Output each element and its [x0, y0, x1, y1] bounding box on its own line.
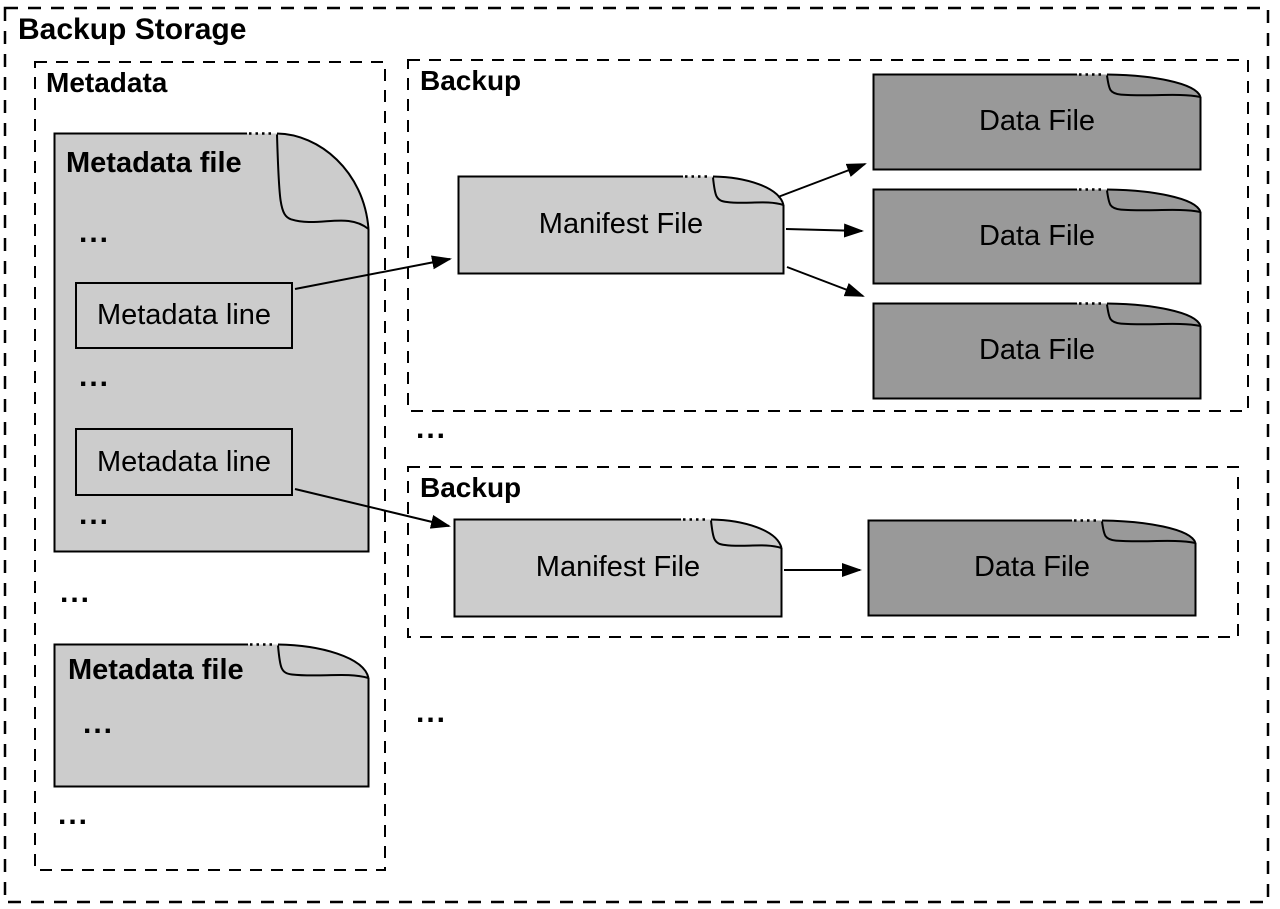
- data-file-1: Data File: [872, 73, 1202, 171]
- backup1-title: Backup: [420, 65, 522, 96]
- ellipsis: ...: [58, 798, 90, 831]
- ellipsis: ...: [79, 216, 111, 249]
- backup2-title: Backup: [420, 472, 522, 503]
- metadata-section-border: [34, 61, 386, 871]
- metadata-file-1-label: Metadata file: [66, 147, 242, 179]
- metadata-file-2-label: Metadata file: [68, 654, 244, 686]
- backup1-border: [407, 59, 1249, 412]
- data-file-3-label: Data File: [978, 334, 1096, 367]
- manifest-file-2: Manifest File: [453, 518, 783, 618]
- backup2-border: [407, 466, 1239, 638]
- data-file-3: Data File: [872, 302, 1202, 400]
- backup-storage-border: [3, 6, 1270, 904]
- data-file-2: Data File: [872, 188, 1202, 285]
- data-file-4: Data File: [867, 519, 1197, 617]
- ellipsis: ...: [79, 360, 111, 393]
- ellipsis: ...: [79, 498, 111, 531]
- metadata-file-2: Metadata file ...: [53, 643, 370, 788]
- metadata-section-title: Metadata: [46, 67, 168, 98]
- ellipsis: ...: [416, 696, 448, 729]
- metadata-line-1: Metadata line: [75, 282, 293, 349]
- ellipsis: ...: [83, 707, 115, 740]
- ellipsis: ...: [416, 412, 448, 445]
- backup-storage-title: Backup Storage: [18, 13, 247, 46]
- manifest-file-1-label: Manifest File: [538, 208, 704, 241]
- data-file-1-label: Data File: [978, 105, 1096, 138]
- ellipsis: ...: [60, 576, 92, 609]
- data-file-4-label: Data File: [973, 551, 1091, 584]
- metadata-line-2: Metadata line: [75, 428, 293, 496]
- manifest-file-2-label: Manifest File: [535, 551, 701, 584]
- manifest-file-1: Manifest File: [457, 175, 785, 275]
- metadata-file-1: Metadata file ... Metadata line ... Meta…: [53, 132, 370, 553]
- data-file-2-label: Data File: [978, 219, 1096, 252]
